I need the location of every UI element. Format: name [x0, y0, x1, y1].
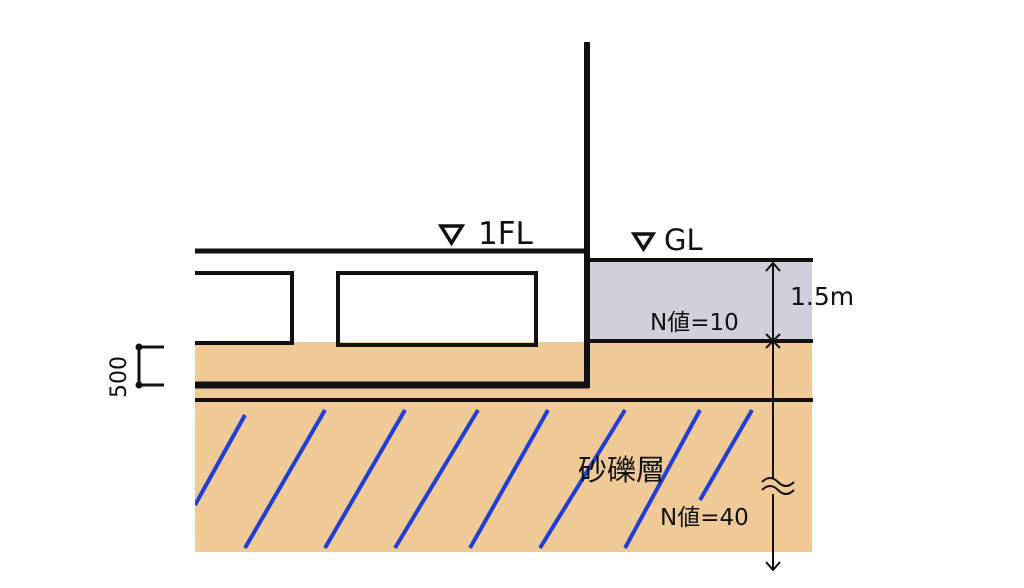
depth-dimension — [761, 261, 795, 572]
gravel-hatching — [195, 408, 754, 550]
floor-void-left — [195, 271, 294, 345]
floor-level-label: 1FL — [478, 216, 534, 252]
ground-lines — [195, 258, 813, 402]
gravel-layer-name-label: 砂礫層 — [578, 453, 665, 487]
building-section — [195, 42, 590, 389]
footing-depth-bracket — [135, 343, 164, 389]
footing-depth-label: 500 — [107, 356, 132, 398]
floor-void-right — [336, 271, 538, 347]
top-soil-layer — [588, 260, 812, 342]
gravel-layer-n-value-label: N値=40 — [660, 505, 749, 531]
break-symbol-icon — [761, 477, 795, 487]
floor-level-marker-icon — [437, 224, 466, 247]
ground-level-label: GL — [664, 223, 703, 257]
top-layer-n-value-label: N値=10 — [650, 310, 739, 336]
gravel-soil-layer — [195, 342, 812, 552]
ground-level-marker-icon — [630, 232, 657, 253]
top-layer-thickness-label: 1.5m — [790, 282, 854, 311]
